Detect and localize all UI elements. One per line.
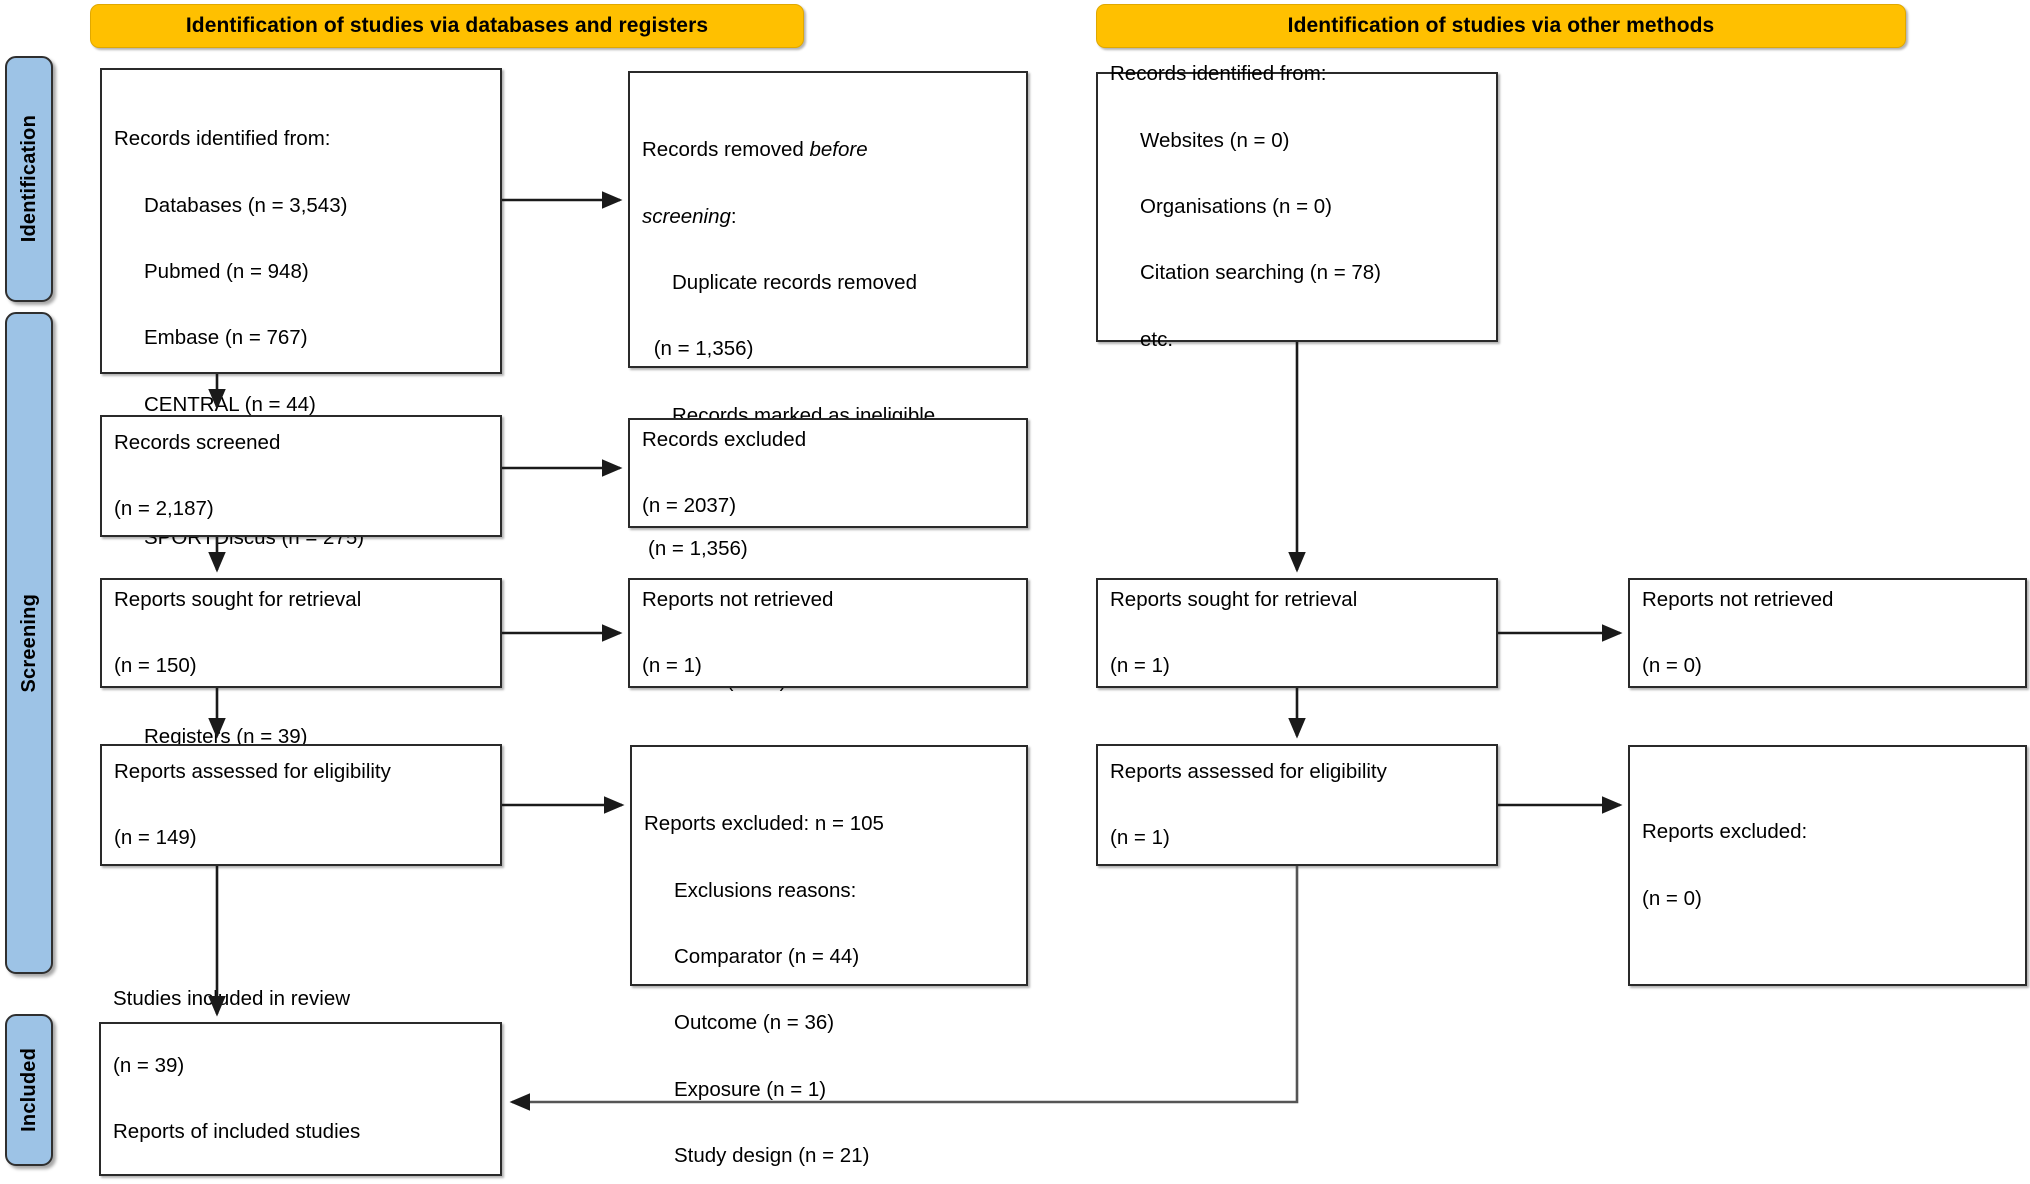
records-removed-item: Duplicate records removed: [672, 271, 917, 294]
studies-included-line3: Reports of included studies: [113, 1120, 361, 1144]
reports-excluded-heading: Reports excluded: n = 105: [644, 812, 884, 836]
records-excluded-count: (n = 2037): [642, 494, 737, 518]
box-records-excluded: Records excluded (n = 2037): [628, 418, 1028, 528]
other-reports-assessed-count: (n = 1): [1110, 826, 1170, 850]
records-identified-item: Embase (n = 767): [144, 326, 308, 350]
other-reports-excluded-label: Reports excluded:: [1642, 820, 1808, 844]
box-records-screened: Records screened (n = 2,187): [100, 415, 502, 537]
reports-sought-label: Reports sought for retrieval: [114, 587, 362, 611]
other-records-identified-item: Websites (n = 0): [1140, 128, 1290, 152]
reports-excluded-reason: Exposure (n = 1): [674, 1077, 827, 1101]
records-removed-heading: Records removed before: [642, 138, 868, 162]
box-reports-assessed-eligibility: Reports assessed for eligibility (n = 14…: [100, 744, 502, 866]
studies-included-line2: (n = 39): [113, 1053, 185, 1077]
box-reports-excluded-reasons: Reports excluded: n = 105 Exclusions rea…: [630, 745, 1028, 1167]
reports-assessed-label: Reports assessed for eligibility: [114, 759, 391, 783]
other-records-identified-item: Organisations (n = 0): [1140, 194, 1332, 218]
stage-rail-screening-label: Screening: [17, 593, 40, 693]
box-records-identified-other-methods: Records identified from: Websites (n = 0…: [1096, 63, 1498, 350]
reports-not-retrieved-count: (n = 1): [642, 654, 702, 678]
records-identified-item: Pubmed (n = 948): [144, 260, 309, 283]
reports-excluded-reason: Comparator (n = 44): [674, 945, 860, 968]
box-other-reports-excluded: Reports excluded: (n = 0): [1628, 745, 2027, 986]
other-reports-not-retrieved-label: Reports not retrieved: [1642, 587, 1834, 611]
box-other-reports-sought-retrieval: Reports sought for retrieval (n = 1): [1096, 578, 1498, 688]
records-excluded-label: Records excluded: [642, 427, 807, 451]
box-other-reports-not-retrieved: Reports not retrieved (n = 0): [1628, 578, 2027, 688]
box-reports-sought-retrieval: Reports sought for retrieval (n = 150): [100, 578, 502, 688]
records-screened-label: Records screened: [114, 430, 281, 454]
header-other-methods: Identification of studies via other meth…: [1096, 4, 1906, 48]
records-screened-count: (n = 2,187): [114, 497, 214, 521]
header-other-methods-label: Identification of studies via other meth…: [1287, 14, 1715, 37]
reports-not-retrieved-label: Reports not retrieved: [642, 587, 834, 611]
other-reports-excluded-count: (n = 0): [1642, 886, 1702, 910]
other-records-identified-heading: Records identified from:: [1110, 62, 1327, 86]
studies-included-line1: Studies included in review: [113, 987, 351, 1011]
records-identified-heading: Records identified from:: [114, 127, 331, 151]
reports-sought-count: (n = 150): [114, 654, 197, 678]
stage-rail-included: Included: [5, 1014, 53, 1166]
records-identified-item: Databases (n = 3,543): [144, 193, 348, 217]
header-databases-and-registers: Identification of studies via databases …: [90, 4, 804, 48]
records-removed-heading-cont: screening:: [642, 204, 737, 228]
stage-rail-identification-label: Identification: [17, 115, 40, 243]
other-records-identified-item: Citation searching (n = 78): [1140, 261, 1382, 285]
box-records-identified-databases: Records identified from: Databases (n = …: [100, 68, 502, 747]
box-other-reports-assessed-eligibility: Reports assessed for eligibility (n = 1): [1096, 744, 1498, 866]
reports-excluded-reason: Outcome (n = 36): [674, 1011, 835, 1035]
records-removed-item: (n = 1,356): [648, 536, 748, 560]
box-studies-included-in-review: Studies included in review (n = 39) Repo…: [99, 988, 502, 1176]
other-reports-sought-count: (n = 1): [1110, 654, 1170, 678]
stage-rail-identification: Identification: [5, 56, 53, 302]
other-reports-not-retrieved-count: (n = 0): [1642, 654, 1702, 678]
other-reports-assessed-label: Reports assessed for eligibility: [1110, 759, 1387, 783]
box-reports-not-retrieved: Reports not retrieved (n = 1): [628, 578, 1028, 688]
stage-rail-screening: Screening: [5, 312, 53, 974]
reports-excluded-reason: Study design (n = 21): [674, 1144, 870, 1168]
box-records-removed-before-screening: Records removed before screening: Duplic…: [628, 71, 1028, 692]
other-records-identified-item: etc.: [1140, 327, 1174, 351]
header-databases-label: Identification of studies via databases …: [185, 14, 709, 37]
reports-assessed-count: (n = 149): [114, 826, 197, 850]
reports-excluded-subheading: Exclusions reasons:: [674, 878, 857, 902]
records-removed-item: (n = 1,356): [648, 337, 754, 361]
stage-rail-included-label: Included: [17, 1048, 40, 1132]
other-reports-sought-label: Reports sought for retrieval: [1110, 587, 1358, 611]
